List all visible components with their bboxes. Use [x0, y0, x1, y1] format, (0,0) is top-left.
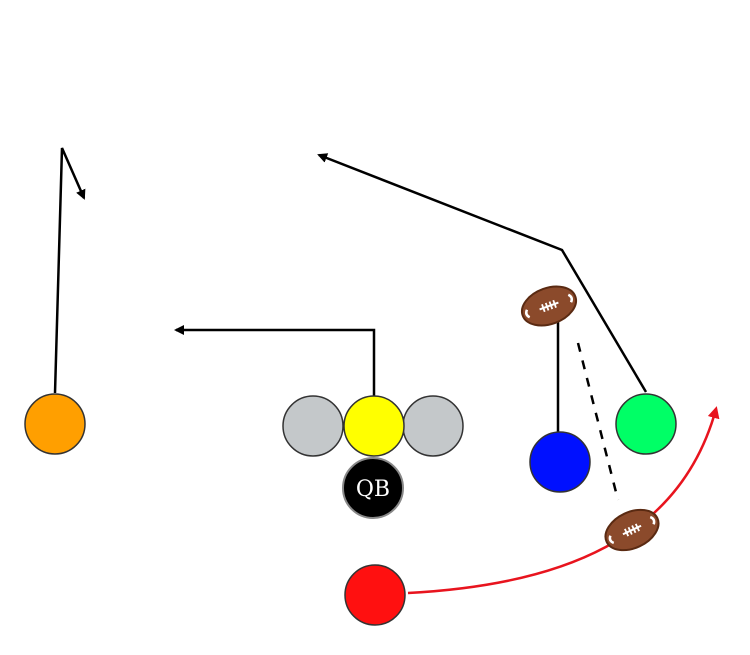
motion-route	[407, 406, 720, 595]
green-route	[317, 153, 648, 393]
orange-route	[53, 147, 86, 394]
qb-label: QB	[356, 477, 390, 502]
right-guard	[402, 395, 464, 457]
quarterback: QB	[342, 457, 404, 519]
left-guard	[282, 395, 344, 457]
red-player	[344, 564, 406, 626]
center-route	[174, 325, 376, 396]
blue-player	[529, 431, 591, 493]
football-icon	[515, 278, 583, 334]
green-player	[615, 393, 677, 455]
center-player	[343, 395, 405, 457]
orange-player	[24, 393, 86, 455]
qb-circle	[342, 457, 404, 519]
